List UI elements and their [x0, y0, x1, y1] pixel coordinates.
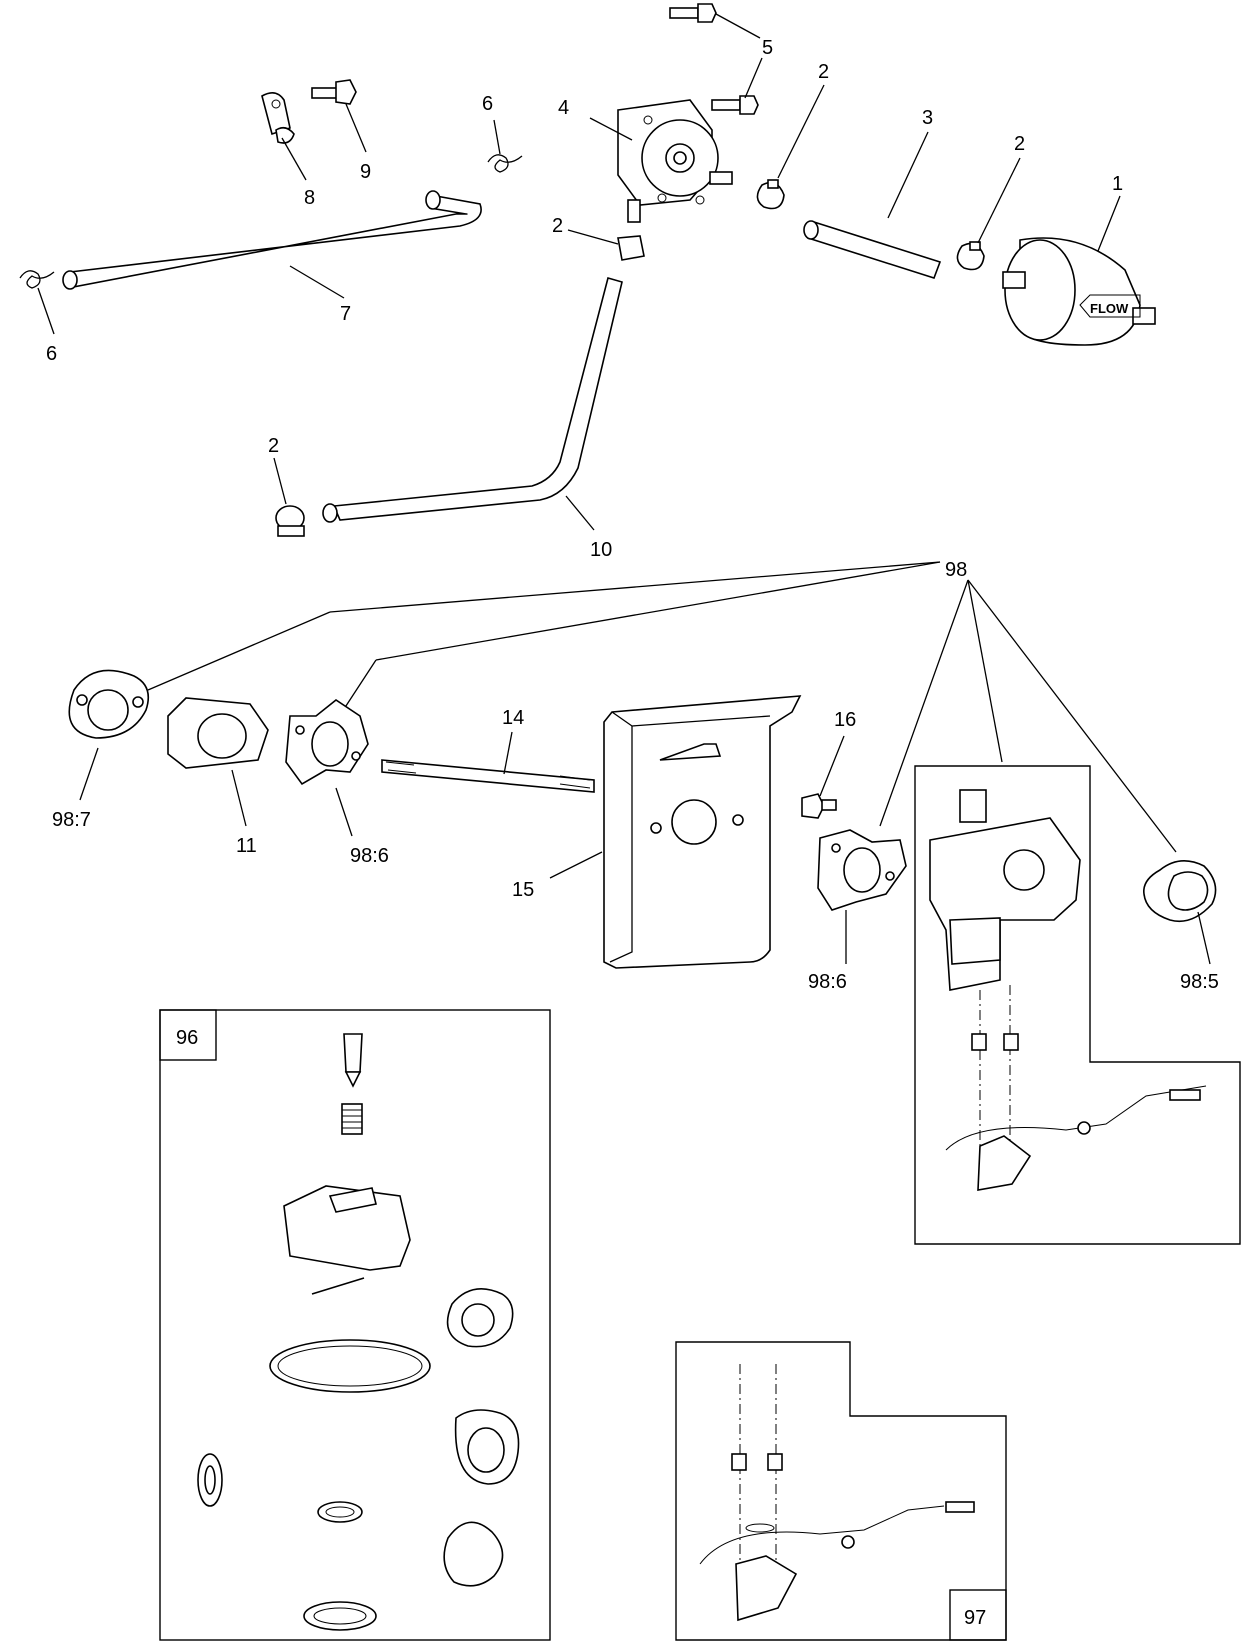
callout-10: 10	[590, 539, 612, 561]
spring-clip	[19, 270, 55, 289]
screw	[801, 793, 837, 819]
callout-14: 14	[502, 707, 524, 729]
heat-shield	[603, 695, 802, 969]
carburetor-inset	[914, 765, 1241, 1245]
fuel-hose-long	[62, 190, 482, 290]
callout-2-hose: 2	[268, 435, 279, 457]
fuel-filter: FLOW	[1002, 237, 1156, 346]
flow-arrow-label: FLOW	[1090, 301, 1129, 316]
callout-11: 11	[236, 835, 257, 857]
callout-98-7: 98:7	[52, 809, 91, 831]
callout-6-left: 6	[46, 343, 57, 365]
callout-3: 3	[922, 107, 933, 129]
callout-9: 9	[360, 161, 371, 183]
screw	[311, 79, 357, 105]
screw	[669, 3, 717, 23]
spring-clip	[487, 154, 523, 173]
hose-clamp	[756, 179, 785, 210]
fuel-hose-bent	[322, 277, 623, 523]
mounting-stud	[381, 759, 595, 793]
callout-7: 7	[340, 303, 351, 325]
callout-1: 1	[1112, 173, 1123, 195]
kit-96-box: 96	[159, 1009, 551, 1641]
gasket-oval	[1143, 860, 1217, 923]
kit-97-box: 97	[675, 1341, 1007, 1641]
callout-6-top: 6	[482, 93, 493, 115]
callout-2-filter: 2	[1014, 133, 1025, 155]
hose-clamp	[956, 241, 985, 271]
callout-98-6-left: 98:6	[350, 845, 389, 867]
hose-clamp	[617, 235, 645, 261]
kit-97-label: 97	[964, 1607, 986, 1629]
callout-16: 16	[834, 709, 856, 731]
fuel-hose-short	[803, 220, 942, 279]
hose-bracket	[261, 92, 295, 144]
callout-98-6-right: 98:6	[808, 971, 847, 993]
gasket	[68, 669, 150, 739]
gasket	[817, 829, 907, 911]
callout-8: 8	[304, 187, 315, 209]
gasket	[285, 699, 369, 786]
callout-2-pump: 2	[818, 61, 829, 83]
kit-96-label: 96	[176, 1027, 198, 1049]
callout-15: 15	[512, 879, 534, 901]
carburetor-spacer	[167, 697, 269, 769]
hose-clamp	[275, 505, 305, 537]
fuel-pump	[617, 99, 733, 223]
callout-98-5: 98:5	[1180, 971, 1219, 993]
screw	[711, 95, 759, 115]
callout-98: 98	[945, 559, 967, 581]
callout-5: 5	[762, 37, 773, 59]
callout-4: 4	[558, 97, 569, 119]
callout-2-pump-outlet: 2	[552, 215, 563, 237]
